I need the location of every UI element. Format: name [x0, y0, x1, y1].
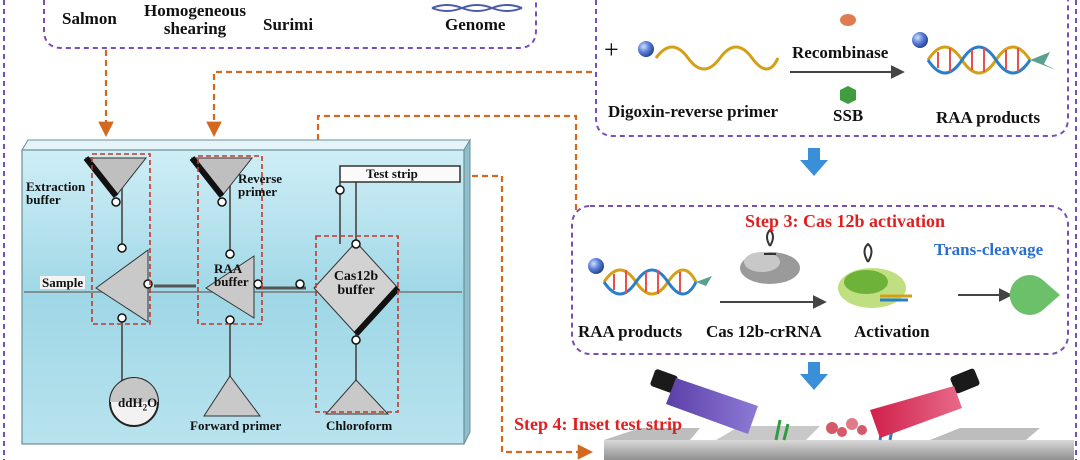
step3-title: Step 3: Cas 12b activation: [745, 211, 946, 231]
activation-label: Activation: [854, 322, 930, 341]
recombinase-icon: [840, 14, 856, 26]
reverse-primer-icon: [654, 45, 780, 71]
digoxin-primer-label: Digoxin-reverse primer: [608, 102, 779, 121]
step3-raa-products-label: RAA products: [578, 322, 683, 341]
ddh2o-label: ddH2O: [118, 396, 157, 413]
genome-dna-icon: [431, 4, 523, 12]
raa-product-ball: [912, 32, 928, 48]
ddh2o-tail: O: [147, 395, 158, 410]
cas12b-crrna-label: Cas 12b-crRNA: [706, 322, 822, 341]
recombinase-label: Recombinase: [792, 43, 889, 62]
chloroform-label: Chloroform: [326, 418, 393, 433]
reverse-primer-label: Reverse primer: [238, 171, 283, 199]
sample-label: Sample: [40, 275, 86, 290]
salmon-label: Salmon: [62, 9, 117, 28]
raa-products-label: RAA products: [936, 108, 1041, 127]
genome-label: Genome: [445, 15, 506, 34]
right-reader-rod-icon: [870, 368, 980, 438]
cleaved-pacman-icon: [1009, 275, 1060, 315]
left-reader-rod-icon: [650, 369, 758, 434]
microfluidic-chip: [21, 138, 471, 445]
ddh2o-subscript: 2: [142, 402, 148, 413]
step3-raa-ball: [588, 258, 604, 274]
plus-sign: +: [604, 35, 619, 64]
extraction-buffer-label: Extraction buffer: [26, 179, 86, 207]
arrow-raa-to-chip: [206, 70, 592, 138]
step4-title: Step 4: Inset test strip: [514, 414, 682, 434]
step3-raa-dna-icon: [602, 268, 716, 296]
arrow-strip-to-step4: [462, 174, 594, 460]
cas12b-crrna-icon: [740, 228, 800, 284]
raa-panel: [595, 0, 1069, 137]
ddh2o-text: ddH: [118, 395, 143, 410]
cas12b-buffer-label: Cas12b buffer: [333, 269, 379, 298]
ssb-icon: [840, 86, 856, 104]
test-strip-reader: [604, 426, 1074, 460]
down-arrow-step3: [800, 362, 828, 390]
sample-prep-panel: [43, 0, 537, 49]
raa-product-dna-icon: [926, 45, 1056, 75]
raa-buffer-label: RAA buffer: [214, 261, 249, 289]
down-arrow-raa: [800, 148, 828, 176]
step3-panel: [571, 205, 1069, 355]
trans-cleavage-label: Trans-cleavage: [934, 240, 1044, 259]
homogeneous-shearing-label: Homogeneous shearing: [144, 1, 246, 38]
arrow-step3-to-chip: [310, 114, 578, 210]
forward-primer-label: Forward primer: [190, 418, 282, 433]
test-strip-label: Test strip: [366, 166, 418, 181]
activation-complex-icon: [838, 242, 912, 308]
surimi-label: Surimi: [263, 15, 314, 34]
ssb-label: SSB: [833, 106, 864, 125]
digoxin-ball: [638, 41, 654, 57]
